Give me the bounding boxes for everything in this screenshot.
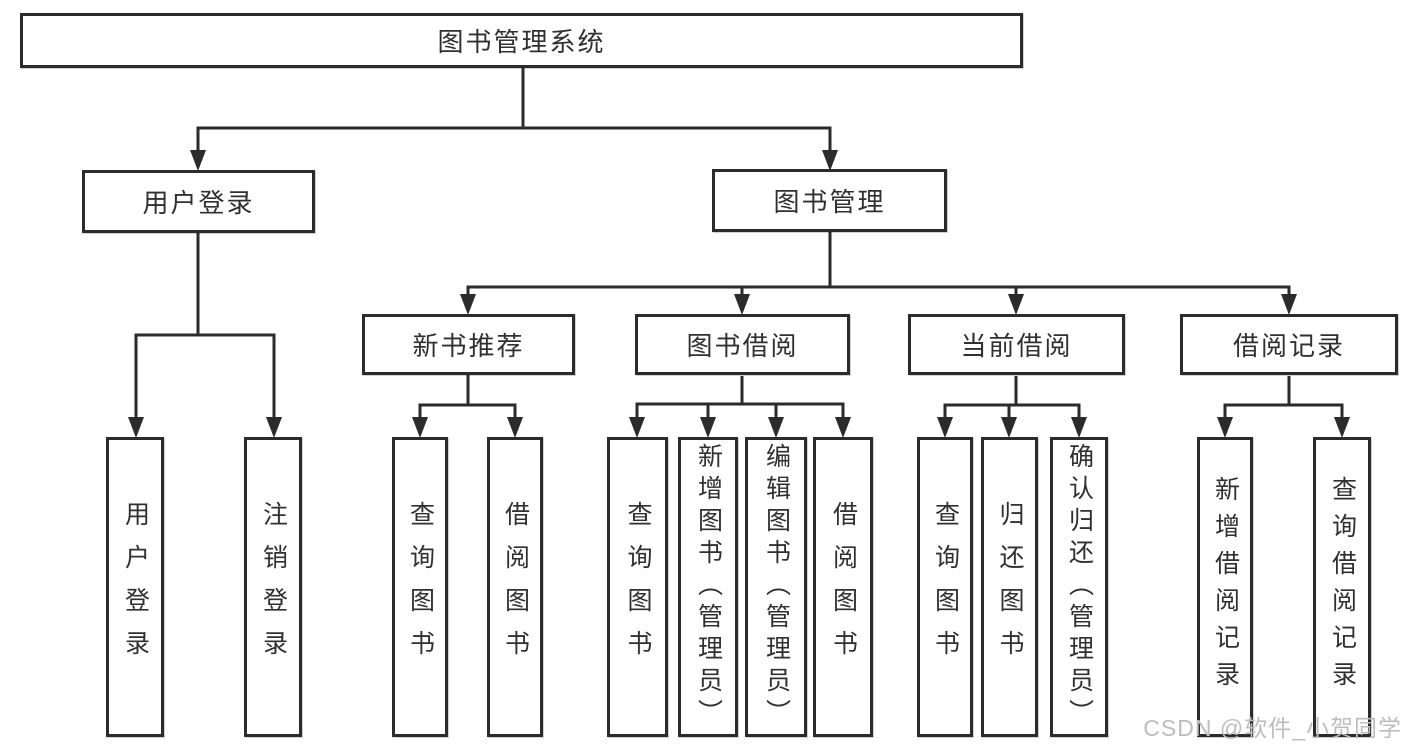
node-new-book-recommend: 新书推荐 (362, 314, 575, 375)
leaf-confirm-return-admin: 确认归还（管理员） (1050, 437, 1108, 737)
connector-userlogin-to-leaves (134, 233, 276, 419)
node-user-login: 用户登录 (82, 170, 315, 233)
node-current-borrowing: 当前借阅 (908, 314, 1125, 375)
leaf-edit-books-admin: 编辑图书（管理员） (745, 437, 807, 737)
node-book-borrowing: 图书借阅 (635, 314, 850, 375)
leaf-add-borrow-record: 新增借阅记录 (1197, 437, 1253, 737)
leaf-query-books-current: 查询图书 (917, 437, 973, 737)
csdn-watermark: CSDN @软件_小贺同学 (1143, 715, 1402, 741)
leaf-borrow-books-borrowing: 借阅图书 (813, 437, 873, 737)
connector-root-to-level2 (196, 68, 832, 152)
node-root-library-system: 图书管理系统 (20, 13, 1023, 68)
leaf-logout: 注销登录 (244, 437, 302, 737)
connector-records-to-leaves (1223, 376, 1344, 419)
connector-newbook-to-leaves (418, 375, 517, 419)
arrowheads (128, 150, 1350, 438)
node-borrowing-records: 借阅记录 (1180, 314, 1398, 375)
leaf-return-books: 归还图书 (981, 437, 1038, 737)
connector-current-to-leaves (943, 376, 1081, 419)
leaf-query-borrow-record: 查询借阅记录 (1313, 437, 1371, 737)
node-book-management: 图书管理 (712, 169, 947, 232)
connector-borrowing-to-leaves (635, 376, 845, 419)
leaf-user-login: 用户登录 (106, 437, 164, 737)
connector-bookmgmt-to-level3 (466, 232, 1291, 297)
leaf-add-books-admin: 新增图书（管理员） (678, 437, 738, 737)
leaf-query-books-recommend: 查询图书 (392, 437, 448, 737)
leaf-query-books-borrowing: 查询图书 (607, 437, 668, 737)
leaf-borrow-books-recommend: 借阅图书 (487, 437, 543, 737)
